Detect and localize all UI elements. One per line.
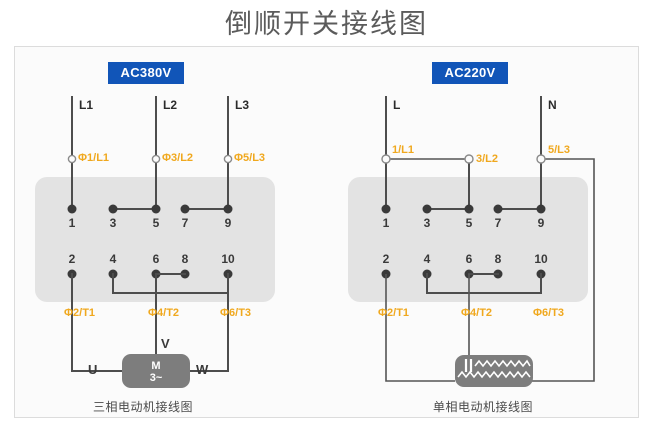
- terminal-number-10-right: 10: [534, 252, 548, 266]
- terminal-number-1-right: 1: [382, 216, 390, 230]
- terminal-number-3-left: 3: [109, 216, 117, 230]
- terminal-number-6-left: 6: [152, 252, 160, 266]
- terminal-number-8-left: 8: [181, 252, 189, 266]
- terminal-number-6-right: 6: [465, 252, 473, 266]
- terminal-label-1-l1-right: 1/L1: [392, 144, 415, 156]
- caption-single-phase: 单相电动机接线图: [432, 400, 533, 414]
- terminal-number-5-left: 5: [152, 216, 160, 230]
- terminal-label-2-t1-right: Φ2/T1: [378, 307, 410, 319]
- terminal-label-3-l2: Φ3/L2: [162, 152, 194, 164]
- phase-label-l1: L1: [79, 98, 94, 112]
- badge-ac220v: AC220V: [432, 62, 508, 84]
- terminal-label-4-t2-right: Φ4/T2: [461, 307, 493, 319]
- phase-label-l2: L2: [163, 98, 178, 112]
- terminal-label-6-t3: Φ6/T3: [220, 307, 252, 319]
- phase-label-l: L: [393, 98, 401, 112]
- terminal-label-4-t2: Φ4/T2: [148, 307, 180, 319]
- terminal-number-8-right: 8: [494, 252, 502, 266]
- terminal-number-4-left: 4: [109, 252, 117, 266]
- terminal-number-10-left: 10: [221, 252, 235, 266]
- terminal-label-1-l1: Φ1/L1: [78, 152, 110, 164]
- phase-label-l3: L3: [235, 98, 250, 112]
- diagram-panel: [14, 46, 639, 418]
- terminal-number-5-right: 5: [465, 216, 473, 230]
- terminal-number-9-right: 9: [537, 216, 545, 230]
- motor-lead-label-u: U: [88, 362, 98, 377]
- motor-symbol-line-1: M: [151, 360, 161, 372]
- terminal-label-5-l3: Φ5/L3: [234, 152, 266, 164]
- motor-lead-label-v: V: [161, 336, 170, 351]
- terminal-number-1-left: 1: [68, 216, 76, 230]
- caption-three-phase: 三相电动机接线图: [92, 400, 193, 414]
- motor-lead-label-w: W: [196, 362, 209, 377]
- terminal-label-2-t1: Φ2/T1: [64, 307, 96, 319]
- page-title: 倒顺开关接线图: [225, 9, 428, 39]
- terminal-label-6-t3-right: Φ6/T3: [533, 307, 565, 319]
- terminal-number-7-right: 7: [494, 216, 502, 230]
- motor-symbol-line-2: 3~: [149, 372, 163, 384]
- terminal-number-7-left: 7: [181, 216, 189, 230]
- terminal-number-3-right: 3: [423, 216, 431, 230]
- terminal-number-2-right: 2: [382, 252, 390, 266]
- badge-ac380v: AC380V: [108, 62, 184, 84]
- terminal-number-2-left: 2: [68, 252, 76, 266]
- terminal-label-5-l3-right: 5/L3: [548, 144, 571, 156]
- phase-label-n: N: [548, 98, 557, 112]
- terminal-number-9-left: 9: [224, 216, 232, 230]
- terminal-label-3-l2-right: 3/L2: [476, 153, 499, 165]
- terminal-number-4-right: 4: [423, 252, 431, 266]
